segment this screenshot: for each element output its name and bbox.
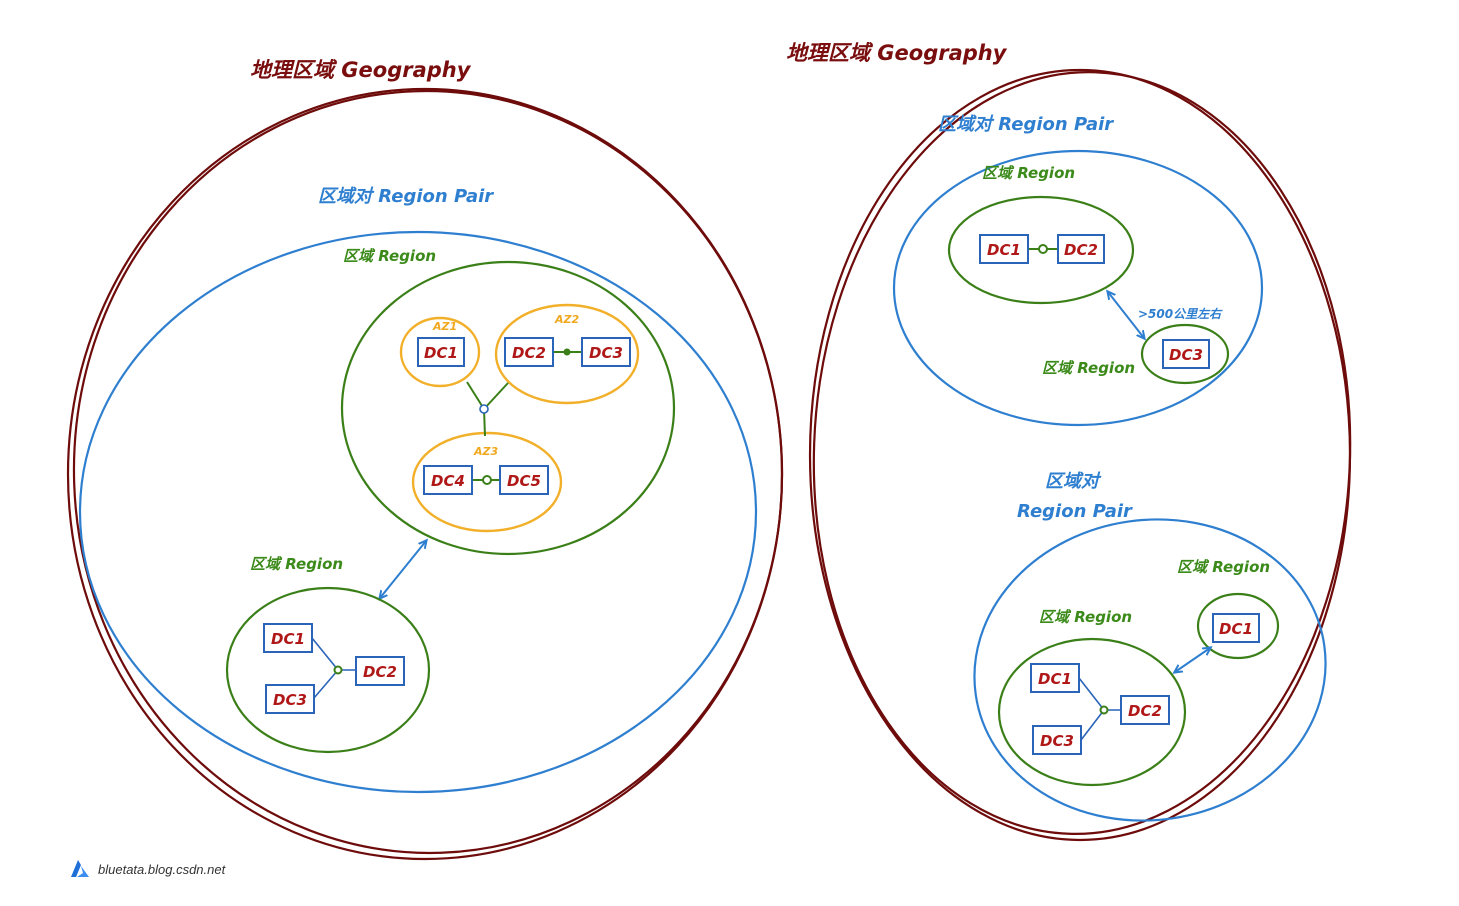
dc-label: DC3 <box>1169 346 1203 364</box>
az2-link <box>483 382 509 410</box>
p2-dc1-link <box>1078 677 1105 711</box>
dc-box[interactable]: DC2 <box>355 656 405 686</box>
right-region-pair-2-boundary <box>973 518 1327 822</box>
left-region-top-boundary <box>340 260 676 556</box>
right-region-pair-2-label-line2: Region Pair <box>1017 501 1133 522</box>
left-region-bottom: 区域 Region DC1 DC2 DC3 <box>225 555 431 754</box>
dc-box[interactable]: DC3 <box>265 684 315 714</box>
p1-region-b-label: 区域 Region <box>1042 359 1135 377</box>
az2-label: AZ2 <box>554 313 579 326</box>
dc-box[interactable]: DC3 <box>581 337 631 367</box>
p1-pair-arrow <box>1108 292 1144 338</box>
left-region-pair-label: 区域对 Region Pair <box>318 186 494 207</box>
left-geography-boundary-sketch <box>72 89 784 855</box>
dc-label: DC3 <box>273 691 307 709</box>
right-region-pair-2: 区域对 Region Pair 区域 Region DC1 区域 Region … <box>973 471 1327 822</box>
right-geography-label: 地理区域 Geography <box>786 41 1008 65</box>
right-geography-boundary <box>808 68 1352 842</box>
dc2-dc3-junction <box>563 348 571 356</box>
right-region-pair-1-boundary <box>892 149 1264 427</box>
az-junction <box>479 404 489 414</box>
dc-box[interactable]: DC2 <box>504 337 554 367</box>
p1-dc-junction <box>1038 244 1048 254</box>
left-region-pair: 区域对 Region Pair 区域 Region AZ1 AZ2 AZ3 <box>78 186 758 794</box>
p2-dc3-link <box>1080 709 1105 741</box>
dc-box[interactable]: DC2 <box>1057 234 1105 264</box>
p2-pair-arrow <box>1175 648 1210 672</box>
dc-box[interactable]: DC2 <box>1120 695 1170 725</box>
dc-box[interactable]: DC1 <box>1030 663 1080 693</box>
dc-box[interactable]: DC5 <box>499 465 549 495</box>
dc-label: DC1 <box>987 241 1021 259</box>
az1-boundary <box>399 316 481 388</box>
right-region-pair-1: 区域对 Region Pair 区域 Region DC1 DC2 >500公里… <box>892 114 1264 427</box>
dc-label: DC2 <box>512 344 546 362</box>
left-geography: 地理区域 Geography 区域对 Region Pair 区域 Region… <box>66 58 784 861</box>
azure-logo-icon <box>71 860 89 877</box>
dc-box[interactable]: DC4 <box>423 465 473 495</box>
p1-region-a-label: 区域 Region <box>982 164 1075 182</box>
p1-region-b-boundary <box>1140 323 1230 385</box>
dc-label: DC3 <box>1040 732 1074 750</box>
p1-region-a-boundary <box>947 195 1135 305</box>
left-geography-label: 地理区域 Geography <box>250 58 472 82</box>
right-region-pair-2-label-line1: 区域对 <box>1045 471 1102 492</box>
watermark-text: bluetata.blog.csdn.net <box>98 861 226 877</box>
p2-junction <box>1099 705 1109 715</box>
dc-box[interactable]: DC1 <box>417 337 465 367</box>
az3-boundary <box>411 431 563 533</box>
distance-label: >500公里左右 <box>1138 307 1223 321</box>
right-region-pair-1-label: 区域对 Region Pair <box>938 114 1114 135</box>
dc-label: DC4 <box>431 472 465 490</box>
left-region-bottom-label: 区域 Region <box>250 555 343 573</box>
watermark: bluetata.blog.csdn.net <box>70 860 225 878</box>
dc-label: DC5 <box>507 472 541 490</box>
dc-label: DC2 <box>1128 702 1162 720</box>
az1-label: AZ1 <box>432 320 457 333</box>
p2-region-main-boundary <box>997 637 1187 787</box>
left-region-top: 区域 Region AZ1 AZ2 AZ3 DC1 <box>340 247 676 556</box>
p2-region-main-label: 区域 Region <box>1039 608 1132 626</box>
right-geography: 地理区域 Geography 区域对 Region Pair 区域 Region… <box>786 41 1352 842</box>
right-geography-boundary-sketch <box>812 71 1352 835</box>
dc-box[interactable]: DC1 <box>979 234 1029 264</box>
p2-region-far-boundary <box>1196 592 1280 660</box>
dc4-dc5-junction <box>482 475 492 485</box>
dc-box[interactable]: DC3 <box>1032 725 1082 755</box>
bot-dc1-link <box>311 637 339 671</box>
dc-box[interactable]: DC1 <box>1212 613 1260 643</box>
dc-label: DC1 <box>1038 670 1072 688</box>
az3-label: AZ3 <box>473 445 498 458</box>
dc-label: DC2 <box>363 663 397 681</box>
left-region-bottom-boundary <box>225 586 431 754</box>
dc-label: DC2 <box>1064 241 1098 259</box>
dc-label: DC1 <box>271 630 305 648</box>
left-region-top-label: 区域 Region <box>343 247 436 265</box>
dc-box[interactable]: DC3 <box>1162 339 1210 369</box>
az1-link <box>466 381 485 410</box>
p2-region-far-label: 区域 Region <box>1177 558 1270 576</box>
dc-label: DC1 <box>424 344 458 362</box>
dc-box[interactable]: DC1 <box>263 623 313 653</box>
bot-dc3-link <box>313 669 339 699</box>
az2-boundary <box>494 303 640 405</box>
bot-junction <box>333 665 343 675</box>
dc-label: DC1 <box>1219 620 1253 638</box>
dc-label: DC3 <box>589 344 623 362</box>
left-region-pair-boundary <box>78 230 758 794</box>
left-pair-arrow <box>380 541 426 598</box>
